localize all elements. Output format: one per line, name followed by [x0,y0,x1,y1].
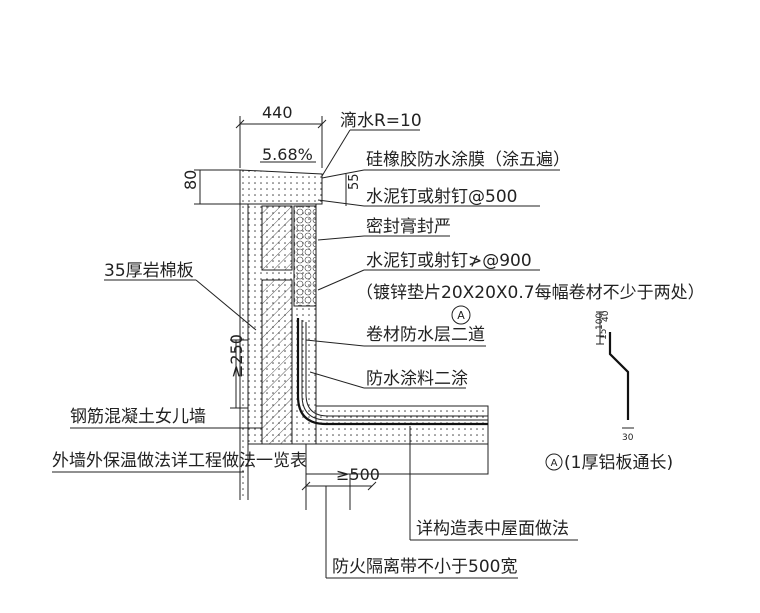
svg-text:水泥钉或射钉@500: 水泥钉或射钉@500 [366,187,517,207]
coping-cap [239,169,323,205]
svg-text:详构造表中屋面做法: 详构造表中屋面做法 [416,519,569,539]
svg-text:15: 15 [599,329,609,340]
detail-a: 100 40 15 30 A (1厚铝板通长) [545,310,673,473]
roof-slab [305,405,489,510]
label-membrane: 卷材防水层二道 [305,325,486,347]
exterior-insulation [239,204,249,500]
label-drip: 滴水R=10 [321,111,422,177]
svg-text:35厚岩棉板: 35厚岩棉板 [104,261,194,281]
svg-text:30: 30 [622,433,634,443]
label-silicone: 硅橡胶防水涂膜（涂五遍） [321,150,570,179]
svg-text:水泥钉或射钉≯@900: 水泥钉或射钉≯@900 [366,251,532,271]
waterproof-membrane [296,318,488,426]
svg-text:440: 440 [262,103,293,122]
label-fire-belt: 防火隔离带不小于500宽 [325,486,518,579]
parapet-wall [247,203,317,445]
label-exterior: 外墙外保温做法详工程做法一览表 [52,451,307,473]
label-coating: 防水涂料二涂 [309,369,468,389]
dim-440: 440 [235,103,327,168]
label-washer: （镀锌垫片20X20X0.7每幅卷材不少于两处） [356,283,705,303]
label-parapet: 钢筋混凝土女儿墙 [70,407,262,429]
label-rockwool: 35厚岩棉板 [104,261,257,331]
svg-text:防水涂料二涂: 防水涂料二涂 [366,369,468,389]
dim-80: 80 [181,169,240,205]
svg-text:A: A [551,458,558,469]
svg-text:密封膏封严: 密封膏封严 [366,216,451,237]
svg-text:卷材防水层二道: 卷材防水层二道 [366,325,485,345]
label-nail-900: 水泥钉或射钉≯@900 [317,251,540,291]
svg-text:防火隔离带不小于500宽: 防火隔离带不小于500宽 [332,557,517,577]
svg-text:(1厚铝板通长): (1厚铝板通长) [564,453,673,473]
svg-text:（镀锌垫片20X20X0.7每幅卷材不少于两处）: （镀锌垫片20X20X0.7每幅卷材不少于两处） [356,283,705,303]
callout-a-marker[interactable]: A [451,305,471,325]
callout-a-text: A [457,309,465,322]
svg-text:滴水R=10: 滴水R=10 [340,111,422,131]
svg-text:≥500: ≥500 [336,465,380,484]
dim-55: 55 [347,173,362,190]
dim-250: ≥250 [227,334,248,409]
label-nail-500: 水泥钉或射钉@500 [317,187,540,207]
label-sealant: 密封膏封严 [317,216,451,241]
svg-text:硅橡胶防水涂膜（涂五遍）: 硅橡胶防水涂膜（涂五遍） [366,150,570,170]
svg-text:40: 40 [601,310,611,322]
dim-500: ≥500 [301,465,380,491]
svg-text:80: 80 [181,170,200,190]
label-roof-ref: 详构造表中屋面做法 [409,426,578,541]
svg-text:≥250: ≥250 [227,334,246,378]
svg-text:钢筋混凝土女儿墙: 钢筋混凝土女儿墙 [70,407,206,427]
svg-text:外墙外保温做法详工程做法一览表: 外墙外保温做法详工程做法一览表 [52,451,307,471]
slope-text: 5.68% [262,145,313,164]
svg-text:100: 100 [595,313,605,330]
